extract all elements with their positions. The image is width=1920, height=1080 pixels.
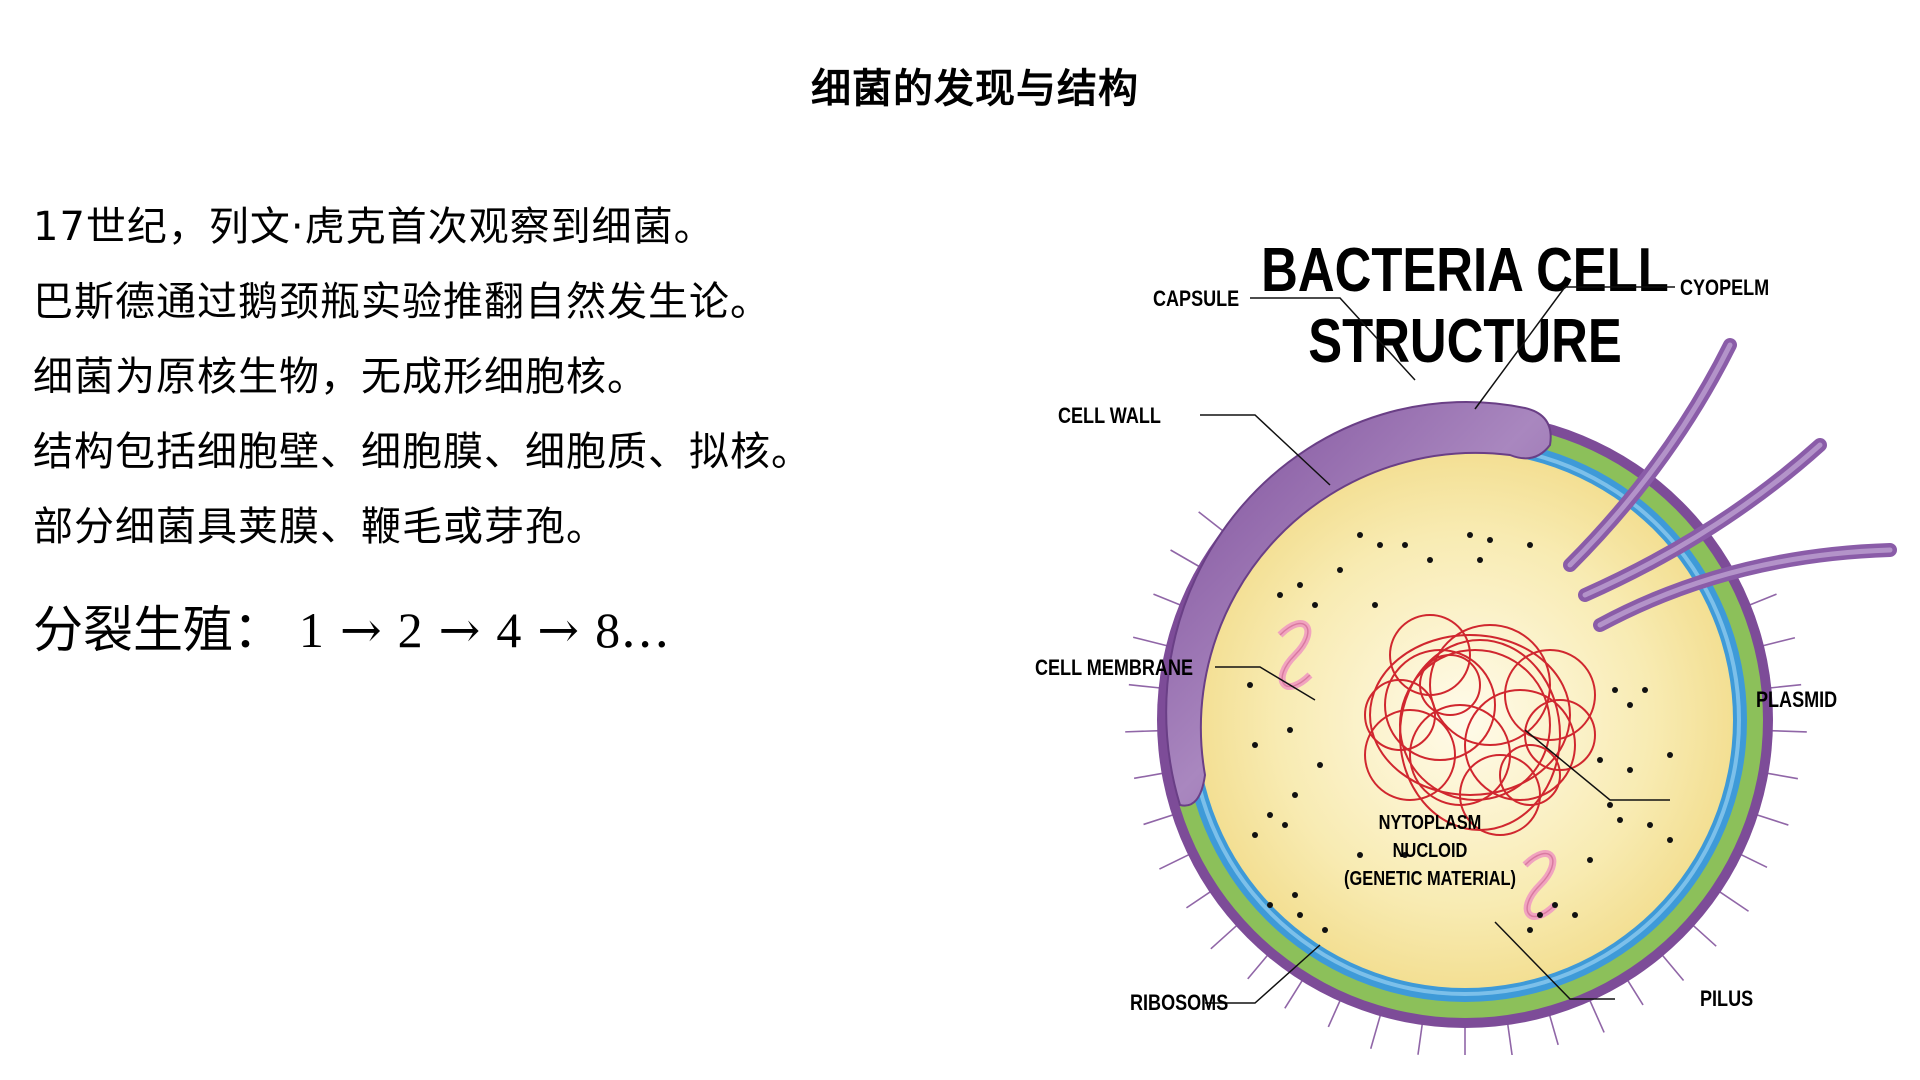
label-genetic-material: (GENETIC MATERIAL) [1344,868,1516,890]
arrow-icon: → [438,601,481,659]
bullet-list: 17世纪，列文·虎克首次观察到细菌。 巴斯德通过鹅颈瓶实验推翻自然发生论。 细菌… [33,190,812,565]
label-pilus: PILUS [1700,986,1754,1011]
label-cytoplasm-nucleoid: NYTOPLASM NUCLOID (GENETIC MATERIAL) [1340,809,1520,893]
bullet-line: 巴斯德通过鹅颈瓶实验推翻自然发生论。 [33,279,771,325]
bullet-line: 结构包括细胞壁、细胞膜、细胞质、拟核。 [33,429,812,475]
label-ribosoms: RIBOSOMS [1130,990,1229,1015]
binary-fission-formula: 分裂生殖： 1 → 2 → 4 → 8… [33,590,670,662]
label-capsule: CAPSULE [1153,286,1240,311]
label-cell-wall: CELL WALL [1058,403,1161,428]
ribosomes [1247,532,1673,933]
formula-ellipsis: … [620,601,671,659]
bacteria-cell-illustration [1125,286,1897,1055]
formula-term: 2 [397,602,423,658]
label-cell-membrane: CELL MEMBRANE [1035,655,1194,680]
nucleoid [1364,614,1596,836]
formula-term: 4 [496,602,522,658]
label-cyopelm: CYOPELM [1680,275,1770,300]
label-nytoplasm: NYTOPLASM [1378,812,1482,834]
leader-lines [1200,286,1675,1004]
bullet-line: 17世纪，列文·虎克首次观察到细菌。 [33,204,715,250]
bacteria-cell-diagram: BACTERIA CELL STRUCTURE [1030,215,1900,1055]
formula-term: 8 [595,602,621,658]
bullet-line: 部分细菌具荚膜、鞭毛或芽孢。 [33,504,607,550]
capsule-shape [1165,400,1552,807]
label-plasmid: PLASMID [1756,687,1838,712]
slide-title: 细菌的发现与结构 [811,66,1139,112]
label-nucloid: NUCLOID [1392,840,1468,862]
formula-term: 1 [298,602,324,658]
formula-label: 分裂生殖： [33,601,283,659]
arrow-icon: → [339,601,382,659]
bullet-line: 细菌为原核生物，无成形细胞核。 [33,354,648,400]
arrow-icon: → [537,601,580,659]
diagram-title: BACTERIA CELL STRUCTURE [1261,236,1669,376]
pili-hairs [1125,511,1807,1055]
